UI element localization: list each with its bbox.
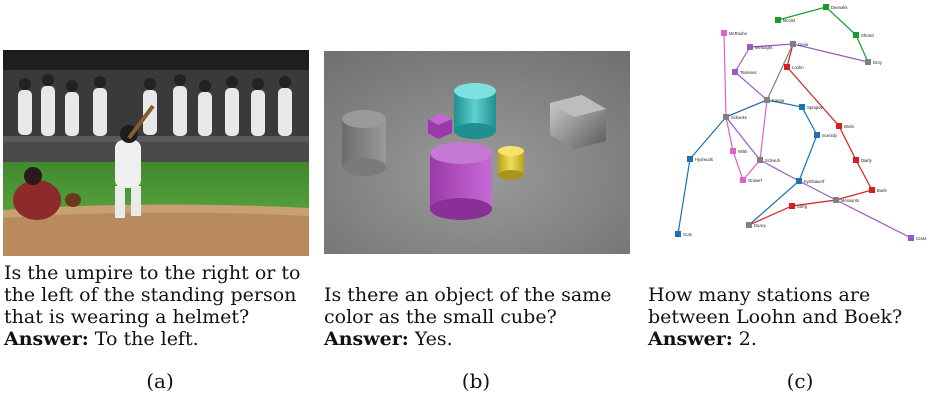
station-marker: [814, 132, 820, 138]
sublabel-b: (b): [461, 369, 491, 393]
clevr-render: [324, 51, 630, 254]
station-marker: [740, 177, 746, 183]
caption-c: How many stations are between Loohn and …: [648, 284, 929, 350]
station-label: Shrard: [861, 33, 874, 38]
station-label: Sprapov: [807, 105, 824, 110]
station-marker: [687, 156, 693, 162]
question-c: How many stations are between Loohn and …: [648, 284, 903, 328]
metro-line-gray: [766, 43, 794, 101]
station-label: Gniaerf: [748, 178, 763, 183]
metro-line-purple: [725, 46, 912, 239]
metro-line-red: [786, 43, 794, 68]
station-marker: [732, 69, 738, 75]
station-marker: [757, 157, 763, 163]
station-marker: [823, 4, 829, 10]
station-marker: [836, 123, 842, 129]
station-label: Kymbauerf: [804, 179, 825, 184]
station-label: Mcclirt: [783, 18, 796, 23]
station-label: Schacks: [731, 115, 747, 120]
caption-b: Is there an object of the same color as …: [324, 284, 644, 350]
station-label: Meluoght: [755, 45, 773, 50]
station-label: Deenaks: [831, 5, 848, 10]
station-label: Geiar: [798, 42, 809, 47]
metro-line-pink: [723, 32, 768, 182]
station-label: Diarly: [861, 158, 873, 163]
caption-a: Is the umpire to the right or to the lef…: [4, 262, 312, 350]
station-label: Droy: [873, 60, 883, 65]
station-label: Crast: [916, 236, 927, 241]
answer-label-c: Answer:: [648, 328, 733, 350]
station-marker: [796, 178, 802, 184]
answer-label-b: Answer:: [324, 328, 409, 350]
answer-c: 2.: [738, 328, 757, 350]
station-marker: [730, 148, 736, 154]
station-marker: [789, 203, 795, 209]
station-label: Duacy: [754, 223, 767, 228]
station-label: Wilts: [738, 149, 747, 154]
station-marker: [775, 17, 781, 23]
station-marker: [833, 197, 839, 203]
station-marker: [853, 32, 859, 38]
station-marker: [764, 97, 770, 103]
station-marker: [869, 187, 875, 193]
station-label: Tsulenes: [740, 70, 757, 75]
station-marker: [865, 59, 871, 65]
station-marker: [784, 64, 790, 70]
station-marker: [747, 44, 753, 50]
answer-a: To the left.: [94, 328, 199, 350]
station-label: Boek: [877, 188, 887, 193]
question-a: Is the umpire to the right or to the lef…: [4, 262, 301, 328]
sublabel-c: (c): [786, 369, 814, 393]
station-marker: [721, 30, 727, 36]
metro-line-blue: [677, 99, 818, 235]
station-label: Guts: [683, 232, 692, 237]
station-marker: [908, 235, 914, 241]
station-label: Loohn: [792, 65, 804, 70]
answer-b: Yes.: [414, 328, 453, 350]
station-label: Mcsounts: [841, 198, 859, 203]
sublabel-a: (a): [146, 369, 174, 393]
station-marker: [790, 41, 796, 47]
baseball-photo: [3, 50, 309, 256]
answer-label-a: Answer:: [4, 328, 89, 350]
question-b: Is there an object of the same color as …: [324, 284, 612, 328]
station-marker: [746, 222, 752, 228]
station-label: Scenidy: [822, 133, 838, 138]
station-label: Kanga: [772, 98, 785, 103]
station-label: Sorrg: [797, 204, 808, 209]
station-label: McRouhn: [729, 31, 748, 36]
station-label: Schwuh: [765, 158, 781, 163]
station-marker: [723, 114, 729, 120]
station-label: Brieb: [844, 124, 854, 129]
station-marker: [853, 157, 859, 163]
station-marker: [675, 231, 681, 237]
metro-line-green: [777, 6, 869, 63]
station-marker: [799, 104, 805, 110]
station-label: Hydreuds: [695, 157, 713, 162]
